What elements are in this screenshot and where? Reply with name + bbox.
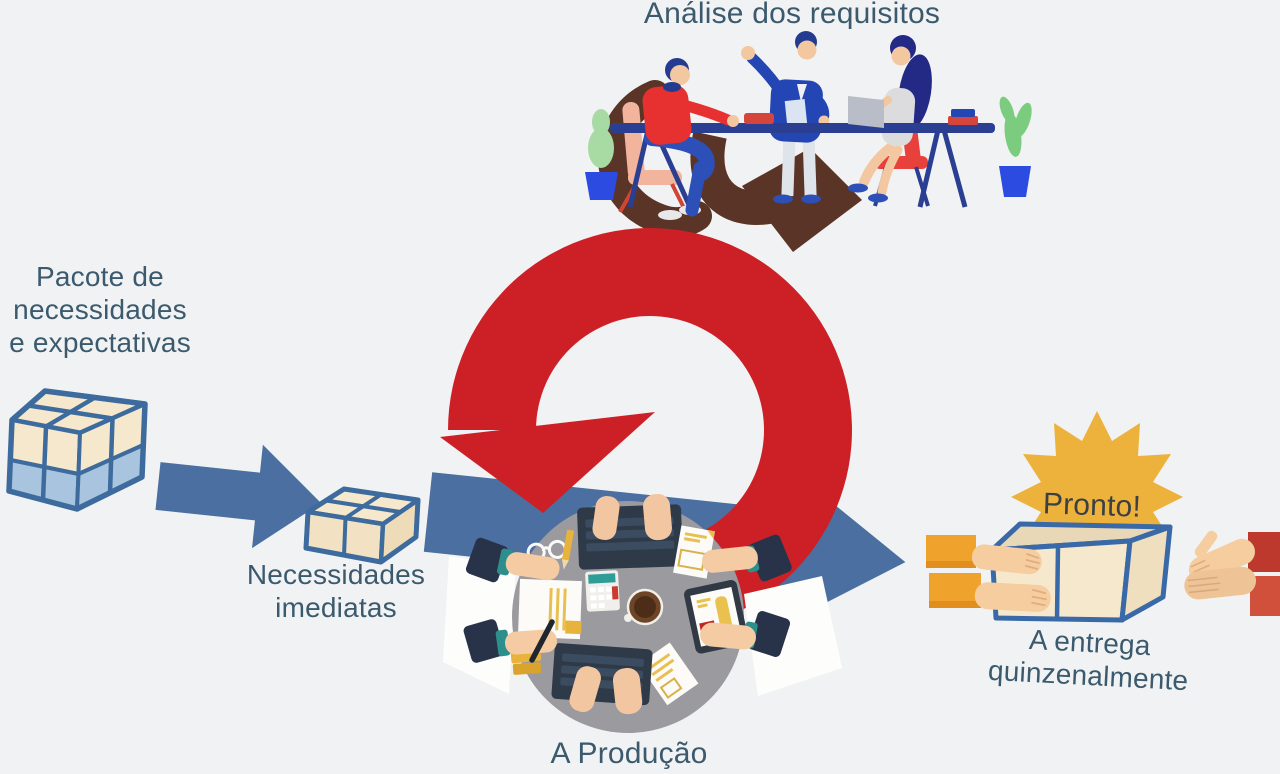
delivery-illustration bbox=[926, 411, 1280, 623]
flat-box-icon bbox=[303, 486, 421, 565]
red-loop-arrow-icon bbox=[440, 228, 852, 633]
hand bbox=[592, 495, 620, 541]
paper-sheet bbox=[744, 576, 842, 696]
arm-right-upper bbox=[701, 534, 792, 582]
production-label: A Produção bbox=[550, 737, 708, 770]
starburst-icon bbox=[1011, 411, 1183, 583]
arm-right-lower bbox=[700, 611, 791, 657]
hand bbox=[569, 666, 601, 713]
blue-right-arrow-icon bbox=[155, 444, 322, 549]
document-icon bbox=[638, 642, 699, 706]
arm-left-upper bbox=[465, 537, 560, 583]
coffee-cup-icon bbox=[624, 588, 664, 626]
man1-beard bbox=[663, 82, 681, 92]
hand bbox=[612, 667, 643, 715]
document-icon bbox=[517, 578, 582, 640]
paper-in-hand bbox=[784, 99, 808, 127]
done-badge-label: Pronto! bbox=[1042, 487, 1142, 524]
requirements-label: Análise dos requisitos bbox=[643, 0, 941, 30]
delivery-label: A entrega quinzenalmente bbox=[987, 623, 1190, 696]
plant-icon bbox=[999, 96, 1032, 197]
sitting-man-figure bbox=[642, 58, 739, 220]
round-worktable-illustration bbox=[443, 493, 842, 733]
receiving-hands bbox=[1184, 530, 1280, 616]
calculator-icon bbox=[585, 570, 620, 612]
pencil-icon bbox=[561, 529, 575, 570]
arm-left-lower-writing bbox=[463, 619, 557, 663]
team-meeting-illustration bbox=[585, 31, 1032, 252]
hand bbox=[643, 493, 672, 541]
pen-icon bbox=[529, 619, 555, 663]
giving-hands bbox=[926, 535, 1051, 612]
immediate-needs-label: Necessidades imediatas bbox=[246, 559, 426, 623]
laptop-icon bbox=[848, 96, 884, 128]
books-icon bbox=[744, 109, 978, 125]
stacked-cubes-box-icon bbox=[6, 388, 148, 512]
plant-icon bbox=[585, 109, 618, 200]
package-label: Pacote de necessidades e expectativas bbox=[9, 261, 191, 358]
